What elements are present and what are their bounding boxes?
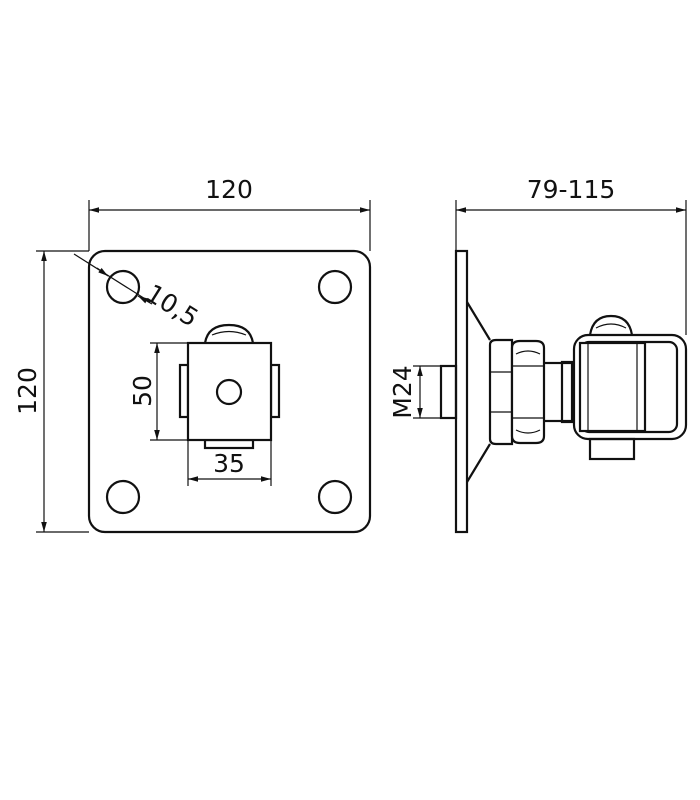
hinge-width-label: 35 bbox=[213, 449, 245, 478]
front-width-label: 120 bbox=[205, 175, 253, 204]
dimension-front-width: 120 bbox=[88, 175, 371, 251]
side-view: 79-115 M24 bbox=[388, 175, 688, 534]
threaded-stub bbox=[439, 364, 458, 420]
hinge-pin-hole bbox=[215, 378, 243, 406]
mounting-hole-bottom-right bbox=[317, 479, 353, 515]
front-height-label: 120 bbox=[13, 367, 42, 415]
side-base-plate bbox=[454, 249, 469, 534]
mounting-hole-top-left bbox=[105, 269, 141, 305]
hinge-height-label: 50 bbox=[128, 375, 157, 407]
base-plate bbox=[87, 249, 372, 534]
side-length-label: 79-115 bbox=[527, 175, 616, 204]
hex-nuts bbox=[488, 338, 576, 446]
dimension-front-height: 120 bbox=[13, 250, 89, 533]
thread-label: M24 bbox=[388, 365, 417, 418]
front-view: 120 120 10,5 50 35 bbox=[13, 175, 372, 534]
dimension-hinge-height: 50 bbox=[128, 342, 188, 441]
mounting-hole-top-right bbox=[317, 269, 353, 305]
dimension-side-length: 79-115 bbox=[455, 175, 687, 335]
dimension-thread: M24 bbox=[388, 365, 441, 419]
mounting-hole-bottom-left bbox=[105, 479, 141, 515]
dimension-hinge-width: 35 bbox=[187, 440, 272, 486]
hole-diameter-label: 10,5 bbox=[141, 278, 204, 332]
hinge-eye bbox=[572, 314, 688, 461]
hinge-block bbox=[178, 323, 281, 450]
